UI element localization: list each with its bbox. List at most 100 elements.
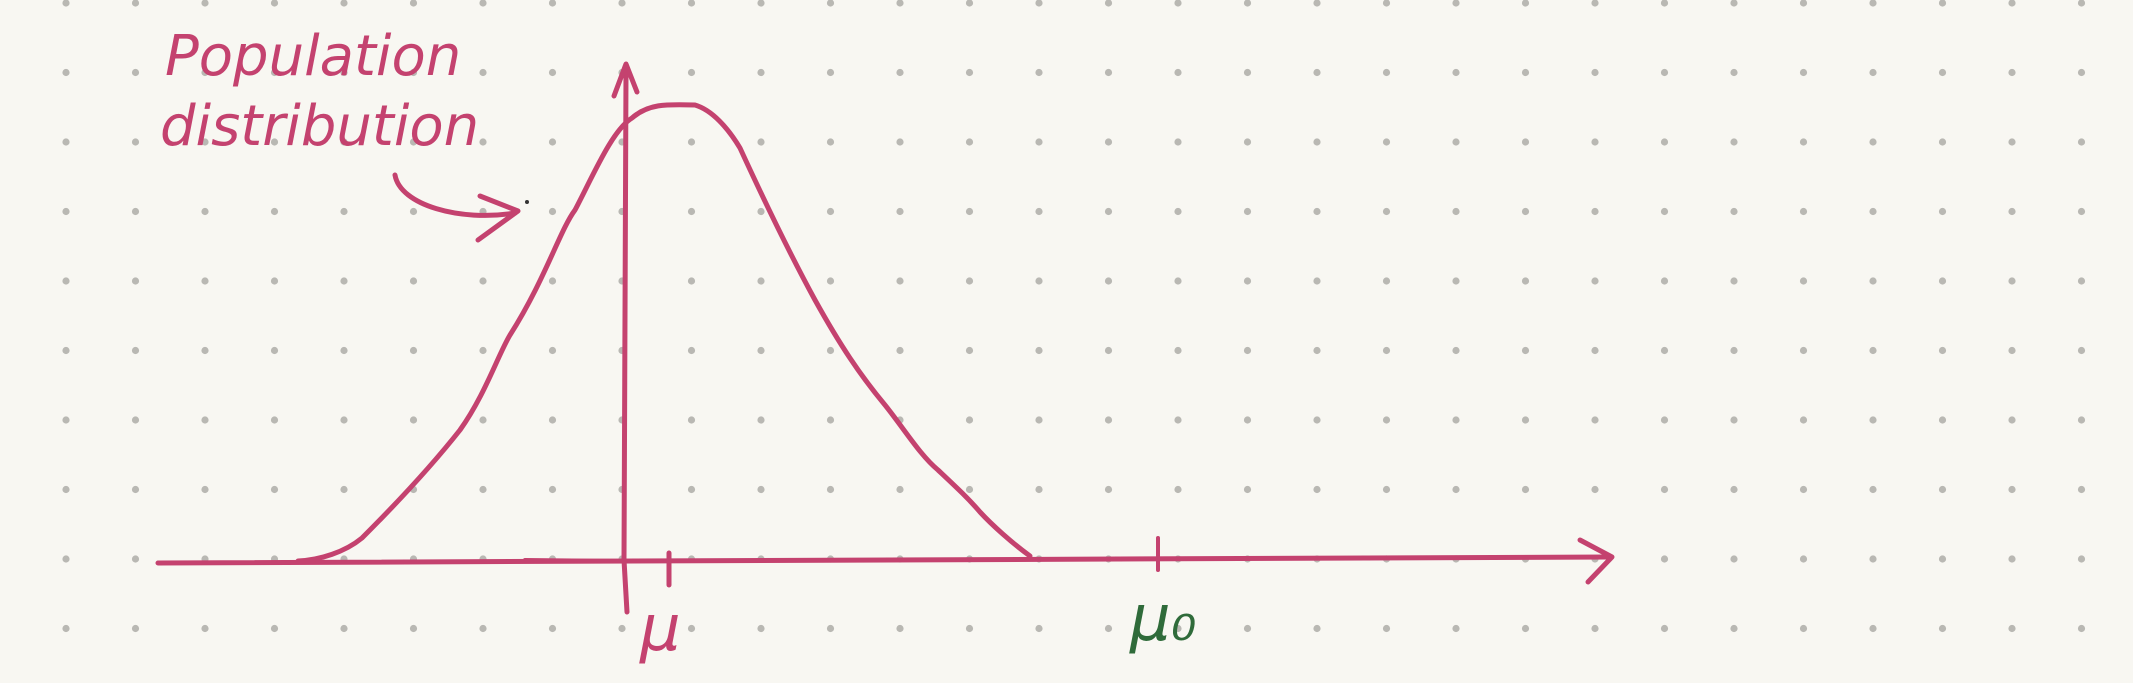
grid-dot	[1382, 346, 1391, 355]
grid-dot	[1104, 277, 1113, 285]
grid-dot	[1799, 0, 1808, 7]
x-axis-arrowhead	[1577, 537, 1615, 585]
grid-dot	[1104, 207, 1113, 216]
grid-dot	[757, 138, 765, 146]
grid-dot	[131, 138, 140, 146]
grid-dot	[1243, 346, 1252, 355]
y-axis	[611, 61, 640, 615]
grid-dot	[479, 485, 487, 494]
grid-dot	[1869, 624, 1877, 633]
grid-dot	[1521, 207, 1530, 216]
grid-dot	[1382, 485, 1391, 494]
grid-dot	[1452, 0, 1460, 7]
grid-dot	[1035, 485, 1043, 494]
grid-dot	[270, 68, 279, 77]
grid-dot	[1591, 207, 1599, 216]
grid-dot	[1452, 346, 1460, 355]
grid-dot	[1591, 277, 1599, 285]
grid-dot	[1104, 68, 1113, 77]
grid-dot	[201, 346, 209, 355]
grid-dot	[687, 416, 696, 424]
grid-dot	[131, 277, 140, 285]
grid-dot	[965, 0, 974, 7]
grid-dot	[1521, 68, 1530, 77]
grid-dot	[62, 138, 70, 146]
grid-dot	[826, 68, 835, 77]
grid-dot	[1591, 485, 1599, 494]
grid-dot	[2008, 207, 2016, 216]
grid-dot	[896, 68, 904, 77]
grid-dot	[1660, 138, 1669, 146]
grid-dot	[340, 624, 348, 633]
grid-dot	[479, 138, 487, 146]
grid-dot	[340, 207, 348, 216]
grid-dot	[1591, 0, 1599, 7]
grid-dot	[1799, 416, 1808, 424]
grid-dot	[687, 0, 696, 7]
grid-dot	[1035, 346, 1043, 355]
grid-dot	[1313, 416, 1321, 424]
grid-dot	[1938, 68, 1947, 77]
grid-dot	[1035, 416, 1043, 424]
grid-dot	[131, 485, 140, 494]
grid-dot	[1730, 416, 1738, 424]
grid-dot	[201, 138, 209, 146]
grid-dot	[62, 68, 70, 77]
grid-dot	[1035, 624, 1043, 633]
grid-dot	[270, 277, 279, 285]
grid-dot	[1382, 416, 1391, 424]
grid-dot	[1869, 416, 1877, 424]
grid-dot	[1382, 277, 1391, 285]
grid-dot	[1174, 277, 1182, 285]
grid-dot	[757, 207, 765, 216]
grid-dot	[965, 138, 974, 146]
grid-dot	[1869, 346, 1877, 355]
grid-dot	[965, 346, 974, 355]
grid-dot	[826, 416, 835, 424]
grid-dot	[1869, 68, 1877, 77]
grid-dot	[340, 485, 348, 494]
grid-dot	[965, 68, 974, 77]
grid-dot	[687, 68, 696, 77]
grid-dot	[409, 346, 418, 355]
grid-dot	[1313, 277, 1321, 285]
annotation-arrow	[392, 172, 521, 243]
grid-dot	[62, 0, 70, 7]
grid-dot	[1313, 0, 1321, 7]
grid-dot	[1313, 346, 1321, 355]
grid-dot	[1382, 68, 1391, 77]
grid-dot	[62, 485, 70, 494]
grid-dot	[896, 277, 904, 285]
grid-dot	[201, 68, 209, 77]
grid-dot	[1660, 68, 1669, 77]
grid-dot	[826, 0, 835, 7]
grid-dot	[687, 346, 696, 355]
grid-dot	[1035, 0, 1043, 7]
grid-dot	[548, 624, 557, 633]
grid-dot	[548, 68, 557, 77]
grid-dot	[1591, 138, 1599, 146]
grid-dot	[2077, 485, 2086, 494]
grid-dot	[1452, 624, 1460, 633]
grid-dot	[131, 207, 140, 216]
grid-dot	[1382, 207, 1391, 216]
grid-dot	[409, 624, 418, 633]
grid-dot	[1869, 138, 1877, 146]
grid-dot	[548, 485, 557, 494]
grid-dot	[1521, 138, 1530, 146]
grid-dot	[2008, 138, 2016, 146]
grid-dot	[1938, 0, 1947, 7]
grid-dot	[757, 0, 765, 7]
grid-dot	[201, 277, 209, 285]
grid-dot	[548, 138, 557, 146]
grid-dot	[2077, 624, 2086, 633]
grid-dot	[1174, 138, 1182, 146]
grid-dot	[131, 555, 140, 563]
grid-dot	[896, 207, 904, 216]
grid-dot	[2008, 555, 2016, 563]
grid-dot	[757, 416, 765, 424]
grid-dot	[757, 68, 765, 77]
grid-dot	[270, 346, 279, 355]
